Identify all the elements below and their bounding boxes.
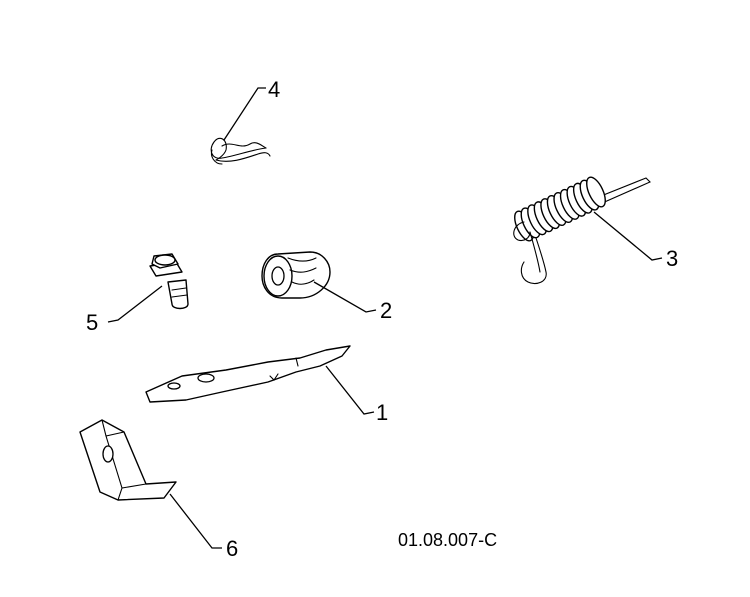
- leader-1: [325, 365, 375, 415]
- callout-1: 1: [376, 400, 388, 425]
- leader-4: [223, 87, 266, 141]
- part-1-lever: [145, 345, 351, 403]
- leader-lines: [107, 87, 663, 549]
- leader-2: [313, 281, 377, 313]
- leader-6: [169, 493, 222, 549]
- callouts: 4 3 2 5 1 6: [86, 77, 678, 561]
- part-6-bracket: [79, 419, 177, 501]
- leader-5: [107, 285, 163, 323]
- drawing-id: 01.08.007-C: [398, 530, 497, 550]
- callout-5: 5: [86, 310, 98, 335]
- callout-2: 2: [380, 298, 392, 323]
- part-2-roller: [261, 251, 331, 299]
- part-3-spring: [513, 176, 651, 285]
- spring-coil: [586, 176, 606, 208]
- callout-6: 6: [226, 536, 238, 561]
- leader-3: [593, 211, 663, 261]
- part-4-hairpin-clip: [210, 137, 271, 165]
- callout-3: 3: [666, 246, 678, 271]
- callout-4: 4: [268, 77, 280, 102]
- part-5-bolt: [149, 253, 189, 310]
